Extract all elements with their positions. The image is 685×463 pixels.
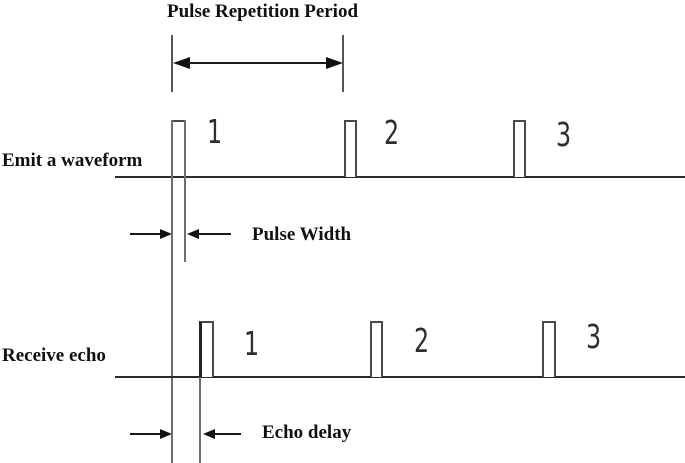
echo-delay-arrow-left-line — [130, 433, 161, 435]
diagram-title: Pulse Repetition Period — [167, 1, 359, 22]
receive-pulse-label-1: 1 — [244, 324, 260, 363]
emit-pulse-label-2: 2 — [384, 113, 400, 152]
receive-pulse-label-3: 3 — [586, 317, 602, 356]
emit-pulse-1-right-line — [184, 120, 186, 262]
emit-pulse-1-top — [171, 120, 186, 122]
pulse-width-arrow-left-line — [130, 233, 161, 235]
prp-tick-left — [171, 35, 173, 92]
prp-tick-right — [342, 35, 344, 92]
echo-pulse-1-reference-line — [199, 377, 201, 463]
pulse-width-arrowhead-left-icon — [160, 229, 172, 239]
echo-delay-arrow-right-line — [214, 433, 241, 435]
emit-pulse-label-1: 1 — [207, 112, 223, 151]
pulse-width-arrow-right-line — [198, 233, 231, 235]
receive-pulse-label-2: 2 — [414, 321, 430, 360]
pulse-width-arrowhead-right-icon — [187, 229, 199, 239]
emit-pulse-1-left-reference-line — [171, 120, 173, 463]
prp-arrowhead-right-icon — [326, 57, 343, 69]
echo-pulse-2 — [370, 321, 383, 377]
echo-delay-arrowhead-right-icon — [203, 429, 215, 439]
echo-delay-label: Echo delay — [262, 422, 352, 443]
pulse-width-label: Pulse Width — [252, 224, 352, 245]
receive-baseline — [115, 376, 685, 378]
echo-pulse-3 — [542, 321, 556, 377]
receive-row-label: Receive echo — [2, 345, 106, 366]
echo-pulse-1 — [199, 321, 214, 377]
emit-pulse-label-3: 3 — [556, 115, 572, 154]
emit-pulse-3 — [513, 120, 526, 177]
emit-row-label: Emit a waveform — [2, 150, 143, 171]
emit-pulse-2 — [344, 120, 357, 177]
emit-baseline — [115, 176, 685, 178]
echo-delay-arrowhead-left-icon — [160, 429, 172, 439]
prp-arrowhead-left-icon — [173, 57, 190, 69]
prp-arrow-line — [188, 62, 326, 64]
